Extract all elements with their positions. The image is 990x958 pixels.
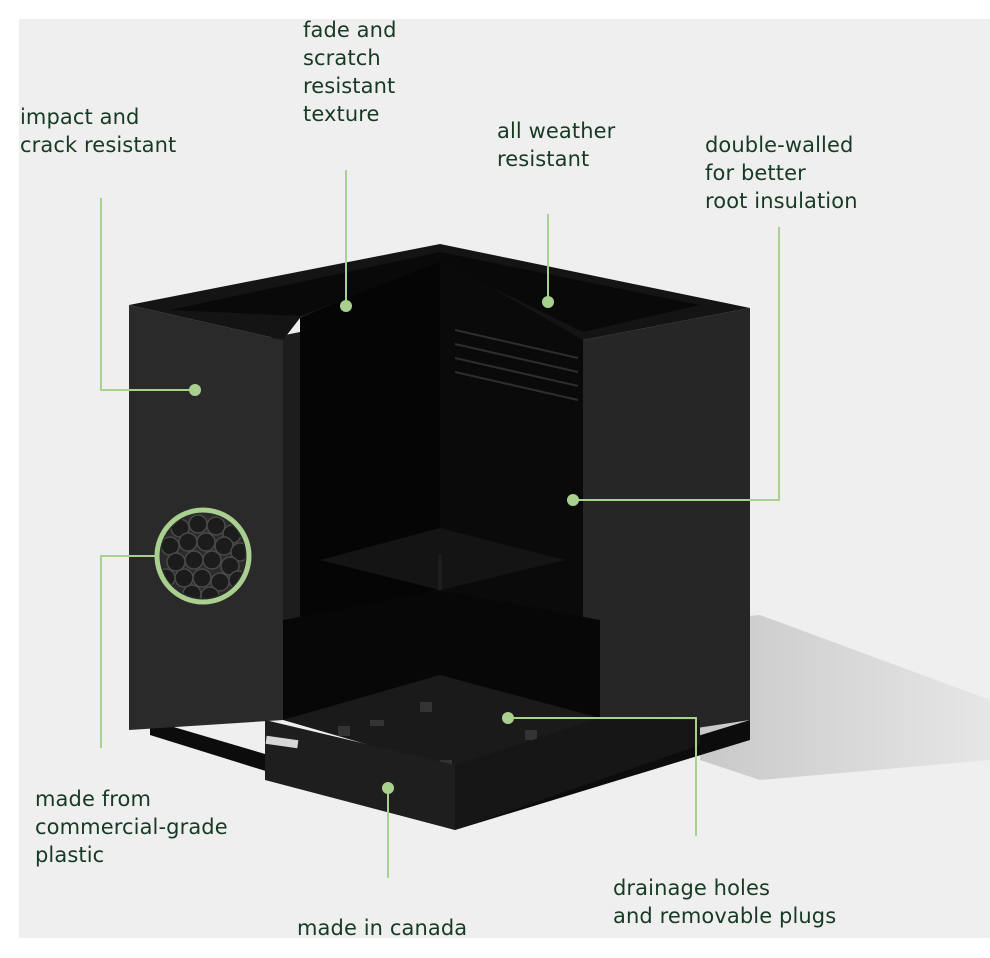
insert-shelf bbox=[320, 528, 565, 590]
callout-drainage-holes: drainage holes and removable plugs bbox=[613, 876, 837, 928]
floor-shadow bbox=[700, 615, 990, 780]
callout-fade-scratch-resistant: fade and scratch resistant texture bbox=[303, 18, 397, 126]
callout-double-walled: double-walled for better root insulation bbox=[705, 133, 858, 213]
callout-made-in-canada: made in canada bbox=[297, 916, 468, 940]
callout-dots bbox=[189, 296, 579, 794]
planter-front-base bbox=[265, 720, 455, 830]
brand-tag bbox=[265, 735, 299, 749]
planter-right-wall bbox=[583, 308, 750, 745]
callout-all-weather: all weather resistant bbox=[497, 119, 616, 171]
planter-top-rim-inner bbox=[170, 252, 700, 332]
planter-front-base-right bbox=[455, 718, 700, 830]
planter-inner-back-left bbox=[300, 255, 440, 620]
insert-ridges bbox=[454, 329, 579, 401]
plastic-pellets-zoom-icon bbox=[154, 507, 252, 605]
callout-impact-resistant: impact and crack resistant bbox=[20, 105, 177, 157]
lower-chamber bbox=[283, 590, 600, 720]
callout-commercial-plastic: made from commercial-grade plastic bbox=[35, 787, 228, 867]
planter-inner-back-right bbox=[440, 255, 583, 620]
callout-lines bbox=[100, 170, 780, 878]
base-shadow bbox=[150, 720, 750, 830]
